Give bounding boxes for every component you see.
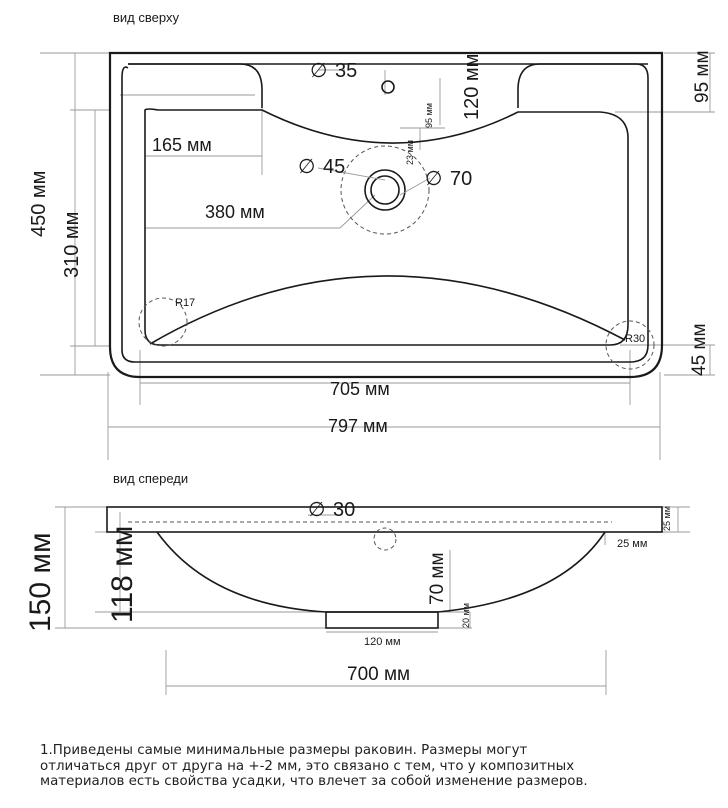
- inner-310-label: 310 мм: [61, 212, 83, 278]
- front-view-sink: [106, 506, 663, 629]
- drain-120-label: 120 мм: [364, 636, 401, 648]
- top-view-dimension-lines: [40, 52, 715, 460]
- total-797-label: 797 мм: [328, 416, 388, 436]
- small-95-label: 95 мм: [424, 103, 434, 128]
- small-23-label: 23 мм: [405, 140, 415, 165]
- width-700-label: 700 мм: [347, 664, 410, 685]
- front-view-labels: ∅ 30 25 мм 25 мм 150 мм 118 мм 70 мм 20 …: [24, 499, 672, 685]
- depth-120-label: 120 мм: [461, 54, 483, 120]
- height-118-label: 118 мм: [106, 526, 139, 623]
- diameter-symbol-30: ∅: [308, 499, 325, 521]
- outer-450-label: 450 мм: [28, 171, 50, 237]
- rim-25-inner-label: 25 мм: [617, 538, 647, 550]
- radius-17-label: R17: [175, 297, 195, 309]
- drain-45-label: 45: [323, 156, 345, 178]
- length-380-label: 380 мм: [205, 202, 265, 222]
- height-150-label: 150 мм: [24, 532, 57, 632]
- front-view-dimension-lines: [55, 506, 690, 695]
- hole-30-label: 30: [333, 499, 355, 521]
- front-view-title: вид спереди: [113, 471, 188, 486]
- bowl-70-label: 70 мм: [427, 552, 448, 605]
- right-45-label: 45 мм: [689, 323, 710, 376]
- footnote-text: 1.Приведены самые минимальные размеры ра…: [40, 743, 588, 789]
- drain-70-label: 70: [450, 168, 472, 190]
- diameter-symbol-35: ∅: [310, 60, 327, 82]
- diameter-symbol-45: ∅: [298, 156, 315, 178]
- top-view-sink: [108, 51, 664, 379]
- hole-diameter-label: 35: [335, 60, 357, 82]
- diameter-symbol-70: ∅: [425, 168, 442, 190]
- rim-25-right-label: 25 мм: [662, 506, 672, 531]
- top-view-title: вид сверху: [113, 10, 179, 25]
- top-view-labels: ∅ 35 120 мм 95 мм 95 мм 23 мм 165 мм ∅ 4…: [28, 50, 713, 436]
- bowl-705-label: 705 мм: [330, 379, 390, 399]
- radius-30-label: R30: [625, 333, 645, 345]
- drain-20-label: 20 мм: [461, 603, 471, 628]
- width-165-label: 165 мм: [152, 135, 212, 155]
- right-95-label: 95 мм: [692, 50, 713, 103]
